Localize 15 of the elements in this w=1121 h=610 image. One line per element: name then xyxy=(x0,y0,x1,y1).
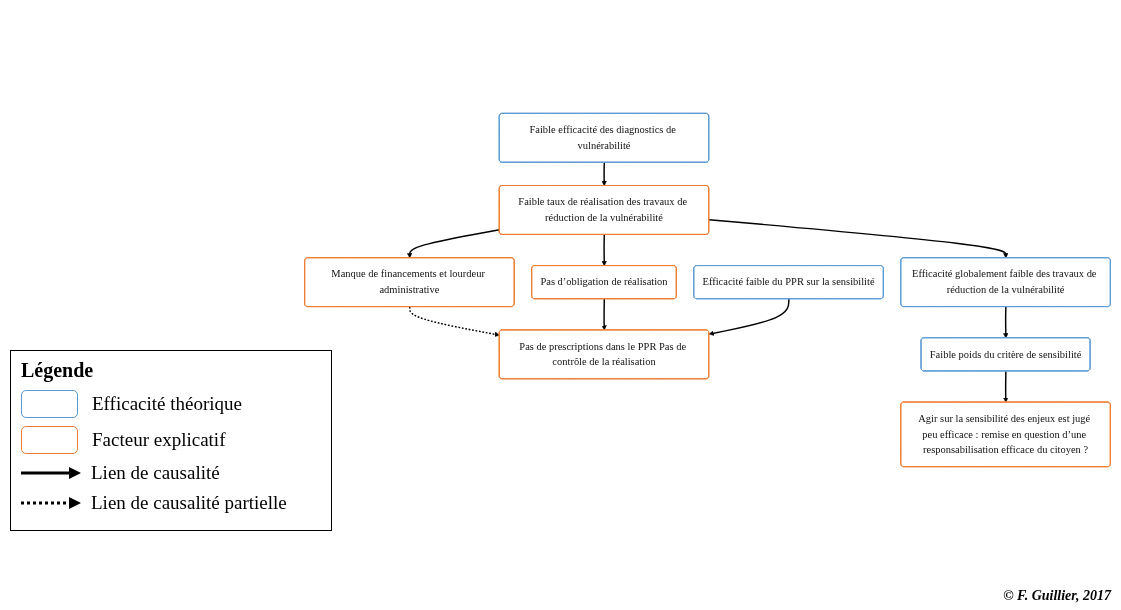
arrow xyxy=(601,233,607,267)
arrow xyxy=(407,228,501,259)
legend-text: Lien de causalité xyxy=(91,462,220,484)
legend-text: Lien de causalité partielle xyxy=(91,492,287,514)
arrow xyxy=(1003,370,1009,403)
arrow xyxy=(1003,306,1009,339)
arrow xyxy=(408,306,500,337)
legend-title: Légende xyxy=(21,359,95,382)
legend-text: Facteur explicatif xyxy=(92,429,226,451)
arrow xyxy=(601,161,607,187)
arrow xyxy=(708,298,790,336)
legend-text: Efficacité théorique xyxy=(92,393,242,415)
arrow xyxy=(708,218,1009,259)
arrow xyxy=(601,298,607,331)
copyright-caption: © F. Guillier, 2017 xyxy=(1003,588,1111,604)
